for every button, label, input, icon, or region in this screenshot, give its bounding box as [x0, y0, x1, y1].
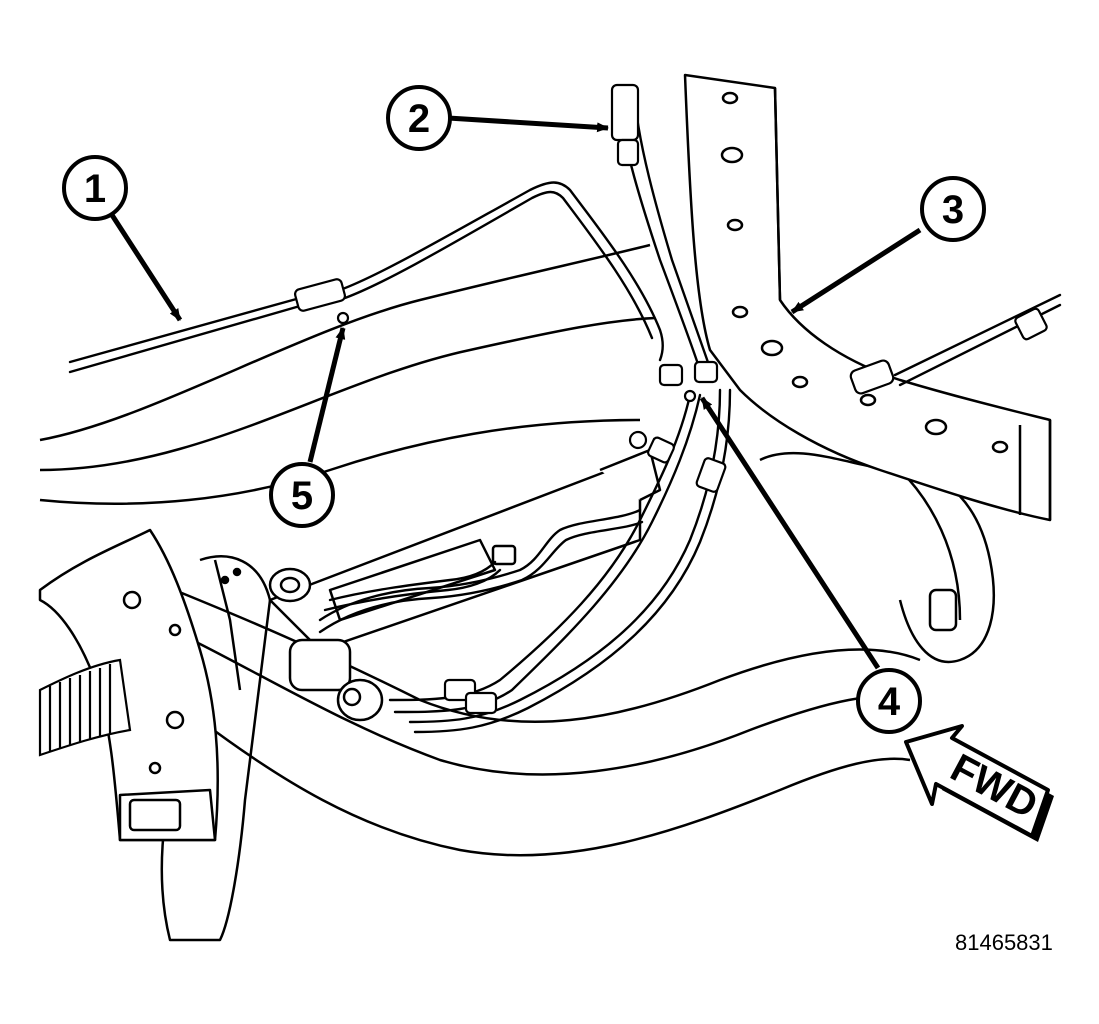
callout-1-label: 1	[84, 167, 106, 211]
leader-arrow-2	[447, 115, 609, 133]
figure-id: 81465831	[955, 930, 1053, 955]
callout-4: 4	[856, 668, 922, 734]
line-fittings	[293, 83, 1048, 715]
leader-arrow-1	[109, 213, 183, 322]
forward-direction-arrow: FWD	[904, 724, 1054, 842]
frame-rail-left	[38, 528, 219, 842]
callout-2: 2	[386, 85, 452, 151]
leader-arrow-4	[699, 396, 881, 670]
callout-4-label: 4	[878, 680, 901, 724]
leader-arrow-3	[790, 227, 922, 315]
callout-3: 3	[920, 176, 986, 242]
leader-arrows	[109, 115, 922, 670]
callout-1: 1	[62, 155, 128, 221]
steering-boot	[38, 658, 132, 757]
callout-2-label: 2	[408, 97, 430, 141]
frame-crossmember	[39, 243, 995, 942]
callout-5-label: 5	[291, 474, 313, 518]
leader-arrow-5	[307, 327, 346, 463]
callout-3-label: 3	[942, 188, 964, 232]
callout-5: 5	[269, 462, 335, 528]
